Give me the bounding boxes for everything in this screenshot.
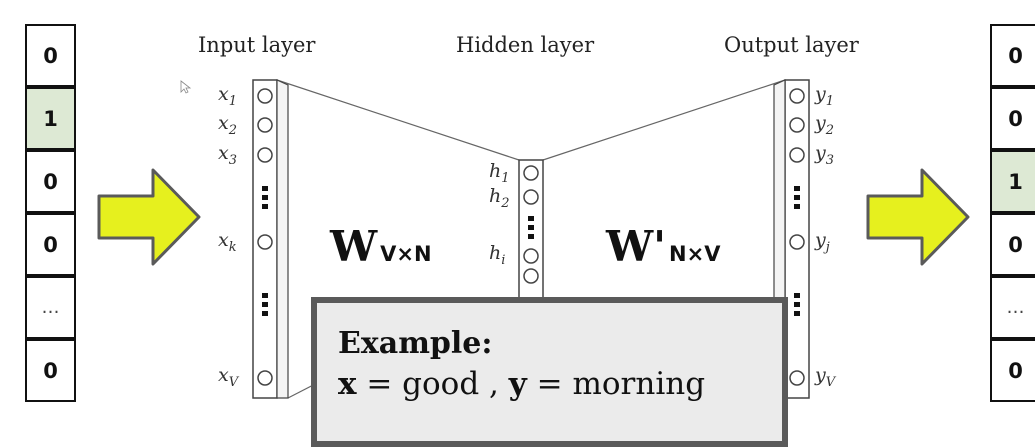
right-arrow-icon xyxy=(866,168,970,266)
vector-cell: 0 xyxy=(25,213,76,276)
mouse-cursor-icon xyxy=(180,80,192,94)
connection-line xyxy=(542,79,786,161)
hidden-node-label: h1 xyxy=(489,160,510,186)
output-node xyxy=(789,117,805,133)
vector-cell-active: 1 xyxy=(990,150,1035,213)
vector-cell: 0 xyxy=(990,24,1035,87)
example-y-var: y xyxy=(508,366,527,402)
input-ellipsis-dots xyxy=(262,186,268,316)
input-node xyxy=(257,117,273,133)
input-node-label: x2 xyxy=(218,112,237,138)
input-node xyxy=(257,370,273,386)
hidden-node-label: h2 xyxy=(489,185,510,211)
left-arrow-icon xyxy=(97,168,201,266)
output-node xyxy=(789,88,805,104)
hidden-layer-title: Hidden layer xyxy=(456,33,595,57)
vector-cell-ellipsis: … xyxy=(25,276,76,339)
vector-cell: 0 xyxy=(25,150,76,213)
output-node-label: y2 xyxy=(815,112,835,138)
example-x-var: x xyxy=(338,366,357,402)
input-node-label: xk xyxy=(218,229,237,255)
hidden-node xyxy=(523,248,539,264)
vector-cell: 0 xyxy=(990,213,1035,276)
output-weight-label: W'N×V xyxy=(606,222,721,271)
hidden-node xyxy=(523,189,539,205)
connection-line xyxy=(276,79,520,161)
example-box: Example: x = good , y = morning xyxy=(311,297,788,447)
network-svg xyxy=(97,79,970,399)
hidden-node xyxy=(523,268,539,284)
output-node-label: y1 xyxy=(815,83,835,109)
vector-cell-ellipsis: … xyxy=(990,276,1035,339)
output-node-label: yV xyxy=(815,364,836,390)
output-node xyxy=(789,147,805,163)
input-node xyxy=(257,88,273,104)
output-ellipsis-dots xyxy=(794,186,800,316)
input-node xyxy=(257,147,273,163)
input-node-label: x1 xyxy=(218,83,237,109)
vector-cell: 0 xyxy=(990,339,1035,402)
vector-cell: 0 xyxy=(25,339,76,402)
input-node xyxy=(257,234,273,250)
input-layer-title: Input layer xyxy=(198,33,316,57)
output-node-label: yj xyxy=(815,229,830,255)
output-node-label: y3 xyxy=(815,142,835,168)
word2vec-diagram: 0 1 0 0 … 0 0 0 1 0 … 0 Input layer Hidd… xyxy=(25,24,1035,447)
output-layer-title: Output layer xyxy=(724,33,859,57)
output-node xyxy=(789,370,805,386)
hidden-node xyxy=(523,165,539,181)
input-layer-column-side xyxy=(276,79,289,399)
example-y-value: = morning xyxy=(536,366,706,402)
example-text: x = good , y = morning xyxy=(338,362,782,406)
vector-cell-active: 1 xyxy=(25,87,76,150)
output-node xyxy=(789,234,805,250)
hidden-node-label: hi xyxy=(489,242,506,268)
hidden-ellipsis-dots xyxy=(528,216,534,239)
input-node-label: x3 xyxy=(218,142,237,168)
example-title: Example: xyxy=(338,326,493,361)
input-node-label: xV xyxy=(218,364,239,390)
example-x-value: = good , xyxy=(366,366,499,402)
vector-cell: 0 xyxy=(990,87,1035,150)
vector-cell: 0 xyxy=(25,24,76,87)
